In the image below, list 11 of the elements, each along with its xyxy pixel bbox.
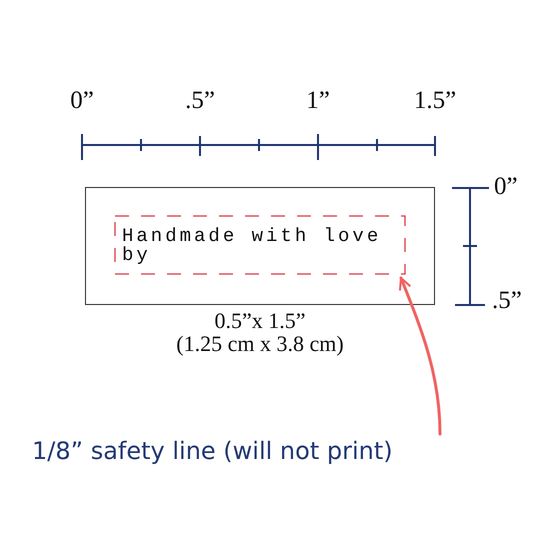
callout-text: 1/8” safety line (will not print) — [32, 436, 393, 466]
label-text: Handmade with love by — [122, 227, 382, 265]
size-text: (1.25 cm x 3.8 cm) — [175, 333, 345, 355]
ruler-label: 0” — [70, 88, 94, 114]
ruler-label: .5” — [492, 288, 522, 314]
size-text: 0.5”x 1.5” — [213, 310, 307, 332]
curved-arrow — [398, 276, 442, 436]
ruler-label: 1.5” — [414, 88, 456, 114]
ruler-label: 0” — [494, 174, 518, 200]
ruler-label: .5” — [185, 88, 215, 114]
ruler-label: 1” — [306, 88, 330, 114]
